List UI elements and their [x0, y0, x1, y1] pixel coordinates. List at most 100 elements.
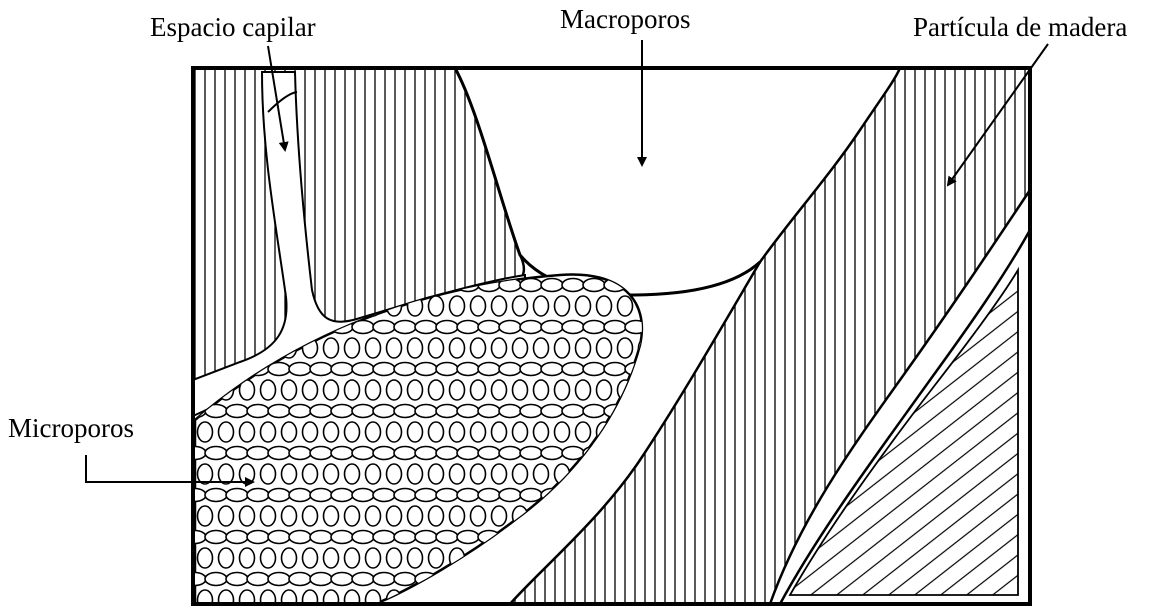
micropore-particle — [646, 363, 668, 376]
micropore-particle — [618, 422, 633, 442]
micropore-particle — [373, 531, 395, 544]
micropore-particle — [324, 422, 339, 442]
micropore-particle — [436, 573, 458, 586]
micropore-particle — [499, 405, 521, 418]
capillary-space-label: Espacio capilar — [150, 14, 316, 41]
micropore-particle — [541, 363, 563, 376]
micropore-particle — [268, 573, 290, 586]
micropore-particle — [282, 590, 297, 610]
micropore-particle — [331, 531, 353, 544]
micropore-particle — [226, 405, 248, 418]
micropore-particle — [289, 447, 311, 460]
micropore-particle — [373, 321, 395, 334]
micropore-particle — [373, 363, 395, 376]
micropore-particle — [429, 464, 444, 484]
micropore-particle — [513, 464, 528, 484]
micropore-particle — [352, 405, 374, 418]
micropore-particle — [282, 506, 297, 526]
micropore-particle — [576, 296, 591, 316]
micropore-particle — [282, 380, 297, 400]
micropore-particle — [415, 405, 437, 418]
micropore-particle — [345, 422, 360, 442]
micropore-particle — [345, 338, 360, 358]
micropore-particle — [478, 363, 500, 376]
micropore-particle — [478, 321, 500, 334]
micropore-particle — [555, 338, 570, 358]
micropore-particle — [226, 531, 248, 544]
micropore-particle — [576, 380, 591, 400]
micropore-particle — [394, 447, 416, 460]
micropore-particle — [198, 590, 213, 610]
micropore-particle — [303, 464, 318, 484]
micropore-particle — [450, 422, 465, 442]
micropore-particle — [513, 296, 528, 316]
micropore-particle — [247, 573, 269, 586]
micropore-particle — [408, 422, 423, 442]
micropore-particle — [625, 405, 647, 418]
micropore-particle — [282, 422, 297, 442]
micropore-particle — [366, 422, 381, 442]
micropore-particle — [457, 573, 479, 586]
micropore-particle — [247, 489, 269, 502]
micropore-particle — [520, 405, 542, 418]
micropore-particle — [534, 464, 549, 484]
micropore-particle — [310, 447, 332, 460]
micropore-particle — [415, 531, 437, 544]
micropore-particle — [457, 405, 479, 418]
micropore-particle — [457, 363, 479, 376]
micropore-particle — [471, 590, 486, 610]
wood-particle-label: Partícula de madera — [913, 14, 1127, 41]
micropore-particle — [324, 590, 339, 610]
micropores-label: Microporos — [8, 415, 134, 442]
micropore-particle — [639, 380, 654, 400]
micropore-particle — [289, 363, 311, 376]
micropore-particle — [310, 531, 332, 544]
micropore-particle — [520, 321, 542, 334]
micropore-particle — [541, 279, 563, 292]
micropore-particle — [303, 506, 318, 526]
micropore-particle — [429, 338, 444, 358]
macropores-label: Macroporos — [560, 6, 690, 33]
micropore-particle — [373, 405, 395, 418]
micropore-particle — [429, 296, 444, 316]
micropore-particle — [247, 447, 269, 460]
micropore-particle — [513, 380, 528, 400]
micropore-particle — [268, 531, 290, 544]
micropore-particle — [457, 489, 479, 502]
micropore-particle — [576, 464, 591, 484]
micropore-particle — [492, 506, 507, 526]
micropore-particle — [478, 531, 500, 544]
micropore-particle — [247, 405, 269, 418]
micropore-particle — [205, 489, 227, 502]
micropore-particle — [247, 531, 269, 544]
micropore-particle — [562, 321, 584, 334]
micropore-particle — [436, 447, 458, 460]
micropore-particle — [541, 447, 563, 460]
micropore-particle — [387, 422, 402, 442]
micropore-particle — [268, 405, 290, 418]
micropore-particle — [429, 380, 444, 400]
micropore-particle — [471, 380, 486, 400]
micropore-particle — [226, 447, 248, 460]
micropore-particle — [646, 405, 668, 418]
micropore-particle — [520, 447, 542, 460]
micropore-particle — [310, 573, 332, 586]
micropore-particle — [331, 363, 353, 376]
micropore-particle — [324, 338, 339, 358]
micropore-particle — [289, 405, 311, 418]
micropore-particle — [345, 548, 360, 568]
micropore-particle — [352, 363, 374, 376]
micropore-particle — [562, 489, 584, 502]
micropore-particle — [450, 380, 465, 400]
micropore-particle — [555, 422, 570, 442]
micropore-particle — [289, 489, 311, 502]
micropore-particle — [436, 489, 458, 502]
micropore-particle — [534, 296, 549, 316]
micropore-particle — [310, 363, 332, 376]
micropore-particle — [240, 590, 255, 610]
micropore-particle — [387, 380, 402, 400]
micropore-particle — [478, 447, 500, 460]
micropore-particle — [240, 422, 255, 442]
micropore-particle — [198, 506, 213, 526]
micropore-particle — [331, 489, 353, 502]
